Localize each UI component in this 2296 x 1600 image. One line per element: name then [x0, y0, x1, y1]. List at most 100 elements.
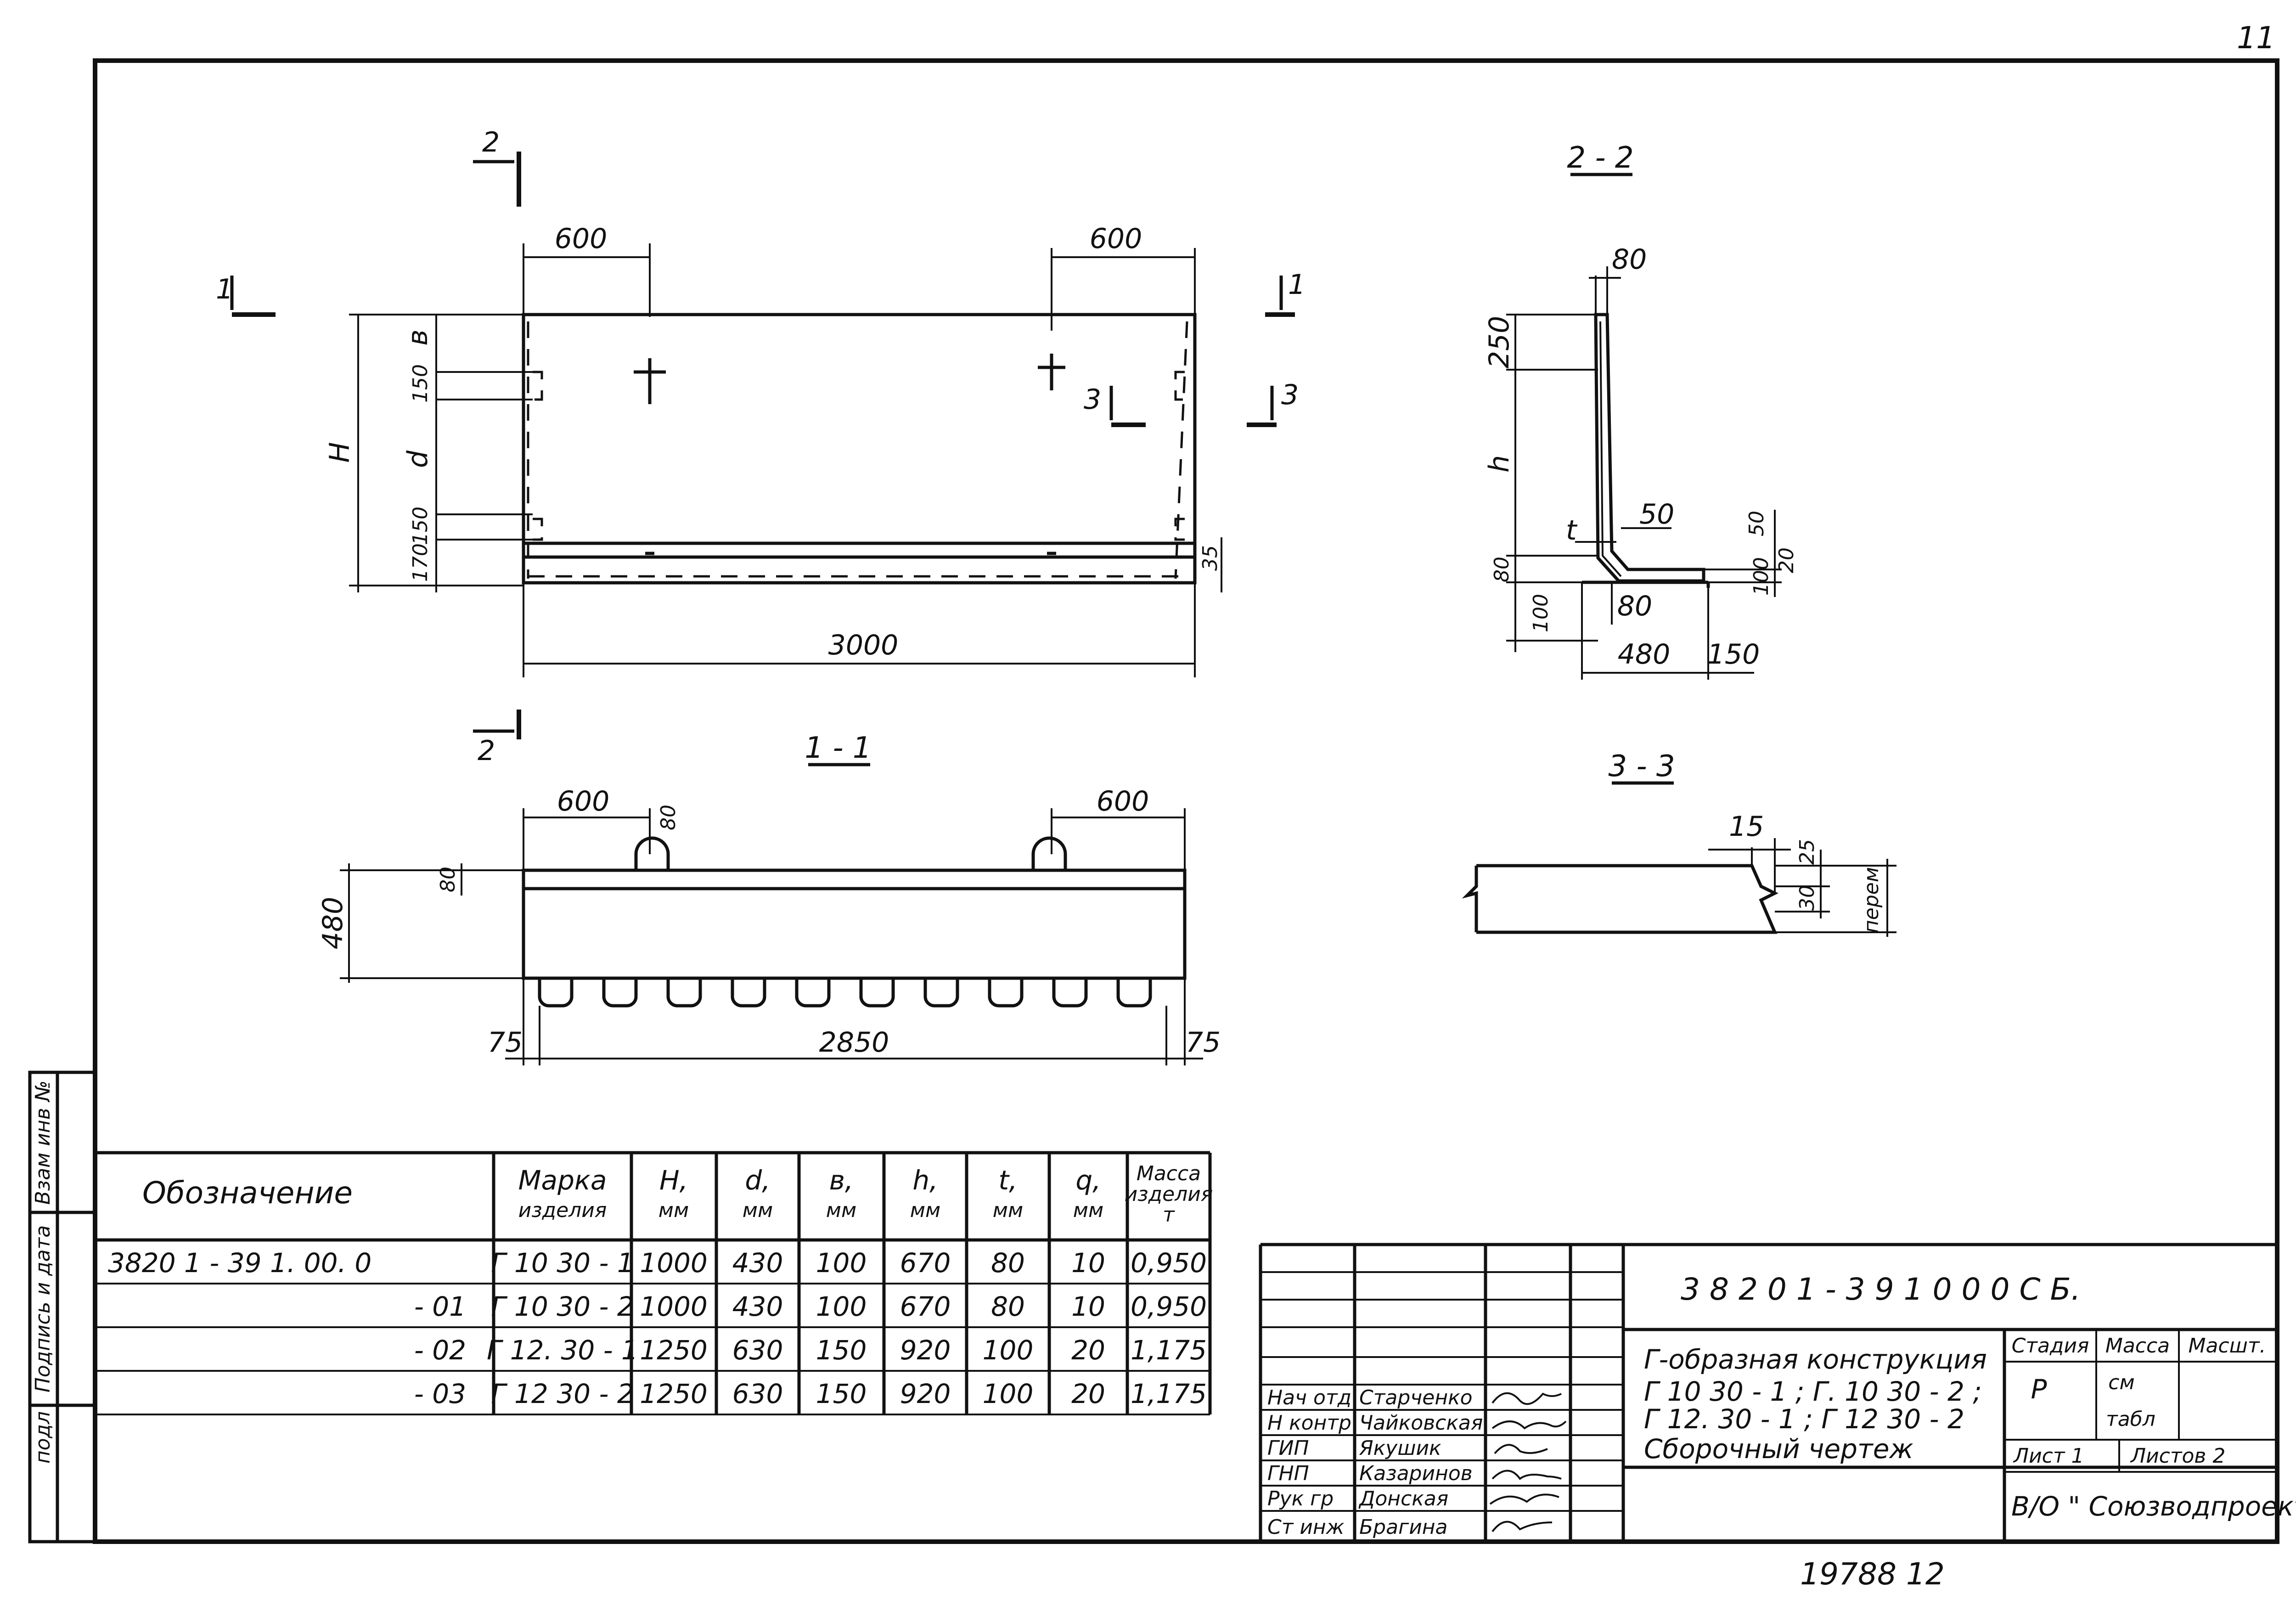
dim-80-top: 80: [657, 805, 680, 830]
cell-mark: Г 12 30 - 2: [491, 1378, 634, 1409]
cell-mass: 1,175: [1131, 1335, 1207, 1366]
section-1-1-body: [522, 868, 1187, 980]
stage-value: Р: [2031, 1374, 2047, 1405]
hdr-h-1: h,: [912, 1165, 938, 1196]
cell-h: 920: [900, 1378, 951, 1409]
sheet-frame: [93, 58, 2279, 1544]
cell-t: 100: [983, 1335, 1034, 1366]
person-name: Чайковская: [1359, 1411, 1483, 1435]
cell-v: 100: [816, 1247, 867, 1279]
cell-q: 20: [1071, 1335, 1105, 1366]
hdr-d-2: мм: [743, 1199, 773, 1222]
cell-h: 920: [900, 1335, 951, 1366]
sheet-label: Лист 1: [2013, 1444, 2084, 1468]
side-stamp-frame: [28, 1070, 97, 1544]
tooth: [602, 978, 638, 1008]
cell-designation: - 02: [414, 1335, 466, 1366]
hdr-designation: Обозначение: [142, 1175, 353, 1211]
label-h: h: [1483, 455, 1515, 473]
tooth: [795, 978, 831, 1008]
role: Нач отд: [1267, 1386, 1351, 1409]
section-2-label-top: 2: [482, 126, 500, 158]
title-line-4: Сборочный чертеж: [1644, 1433, 1913, 1465]
cell-q: 10: [1071, 1291, 1105, 1322]
embed-bottom-right: [1174, 518, 1185, 541]
dim-80-left: 80: [1490, 557, 1514, 582]
section-3-3: 3 - 3 15 25 30 перем: [1462, 749, 1896, 937]
cell-v: 150: [816, 1378, 867, 1409]
cell-h: 670: [900, 1291, 951, 1322]
bottom-number: 19788 12: [1800, 1556, 1945, 1592]
side-stamp: Взам инв № Подпись и дата подл: [28, 1070, 97, 1544]
cell-H: 1250: [640, 1335, 708, 1366]
tooth: [538, 978, 574, 1008]
hdr-mark-2: изделия: [518, 1199, 607, 1222]
tooth: [666, 978, 702, 1008]
hdr-mass-3: т: [1163, 1203, 1175, 1227]
role: Ст инж: [1267, 1515, 1345, 1539]
dim-600-right: 600: [1090, 223, 1142, 255]
cell-H: 1000: [640, 1247, 708, 1279]
dim-50: 50: [1639, 498, 1674, 530]
section-1-label-left: 1: [216, 273, 233, 305]
cell-q: 10: [1071, 1247, 1105, 1279]
dim-150: 150: [1707, 638, 1760, 670]
cell-v: 100: [816, 1291, 867, 1322]
lifting-loop-right: [1031, 836, 1067, 870]
role: ГНП: [1267, 1462, 1309, 1485]
tooth: [988, 978, 1024, 1008]
dim-30: 30: [1795, 885, 1819, 911]
person-name: Донская: [1358, 1487, 1448, 1510]
spec-table: Обозначение Марка изделия H, мм d, мм в,…: [95, 1151, 1213, 1415]
title-block: 3 8 2 0 1 - 3 9 1 0 0 0 С Б. Г-образная …: [1259, 1243, 2296, 1542]
cell-t: 100: [983, 1378, 1034, 1409]
dim-600-right: 600: [1097, 785, 1149, 817]
cell-d: 630: [732, 1335, 783, 1366]
section-1-1-teeth: [538, 978, 1152, 1008]
cell-mass: 1,175: [1131, 1378, 1207, 1409]
l-profile-inner: [1599, 321, 1622, 577]
dim-20: 20: [1775, 547, 1798, 573]
signature: [1494, 1444, 1548, 1454]
person-name: Брагина: [1359, 1515, 1448, 1539]
break-line: [1462, 866, 1478, 932]
dim-50-right: 50: [1745, 511, 1768, 536]
cell-t: 80: [991, 1247, 1025, 1279]
role: Н контр: [1267, 1411, 1351, 1435]
hdr-d-1: d,: [745, 1165, 770, 1196]
hdr-h-2: мм: [910, 1199, 940, 1222]
cell-mass: 0,950: [1131, 1247, 1207, 1279]
hdr-H-2: мм: [658, 1199, 689, 1222]
hdr-q-1: q,: [1075, 1165, 1101, 1196]
role: Рук гр: [1267, 1487, 1334, 1510]
cell-mark: Г 10 30 - 1: [491, 1247, 634, 1279]
dim-480: 480: [1618, 638, 1671, 670]
organization: В/О " Союзводпроект ": [2011, 1491, 2296, 1522]
cell-mark: Г 10 30 - 2: [491, 1291, 634, 1322]
label-v: в: [402, 329, 434, 345]
embed-top-left: [533, 371, 543, 401]
dim-2850: 2850: [819, 1026, 889, 1059]
cell-designation: - 03: [414, 1378, 466, 1409]
hdr-mass-1: Масса: [1137, 1162, 1201, 1185]
embed-bottom-left: [533, 518, 543, 541]
dim-80-side: 80: [436, 867, 460, 892]
page-number: 11: [2237, 20, 2275, 56]
section-1-label-right: 1: [1288, 269, 1306, 301]
label-d: d: [402, 450, 434, 468]
hdr-q-2: мм: [1073, 1199, 1103, 1222]
stamp-orig: подл: [31, 1411, 55, 1464]
section-2-label-bottom: 2: [478, 735, 495, 767]
cell-d: 630: [732, 1378, 783, 1409]
dim-3000: 3000: [828, 629, 899, 661]
tooth: [1116, 978, 1152, 1008]
dim-35: 35: [1199, 545, 1222, 571]
section-2-2-title: 2 - 2: [1567, 141, 1633, 175]
hdr-t-2: мм: [993, 1199, 1023, 1222]
title-line-2: Г 10 30 - 1 ; Г. 10 30 - 2 ;: [1644, 1376, 1982, 1407]
stamp-replace-inv: Взам инв №: [31, 1081, 55, 1205]
person-name: Старченко: [1359, 1386, 1473, 1409]
hidden-right-edge: [1174, 321, 1188, 579]
dim-80-top: 80: [1612, 243, 1647, 276]
section-3-label-left: 3: [1084, 383, 1101, 416]
